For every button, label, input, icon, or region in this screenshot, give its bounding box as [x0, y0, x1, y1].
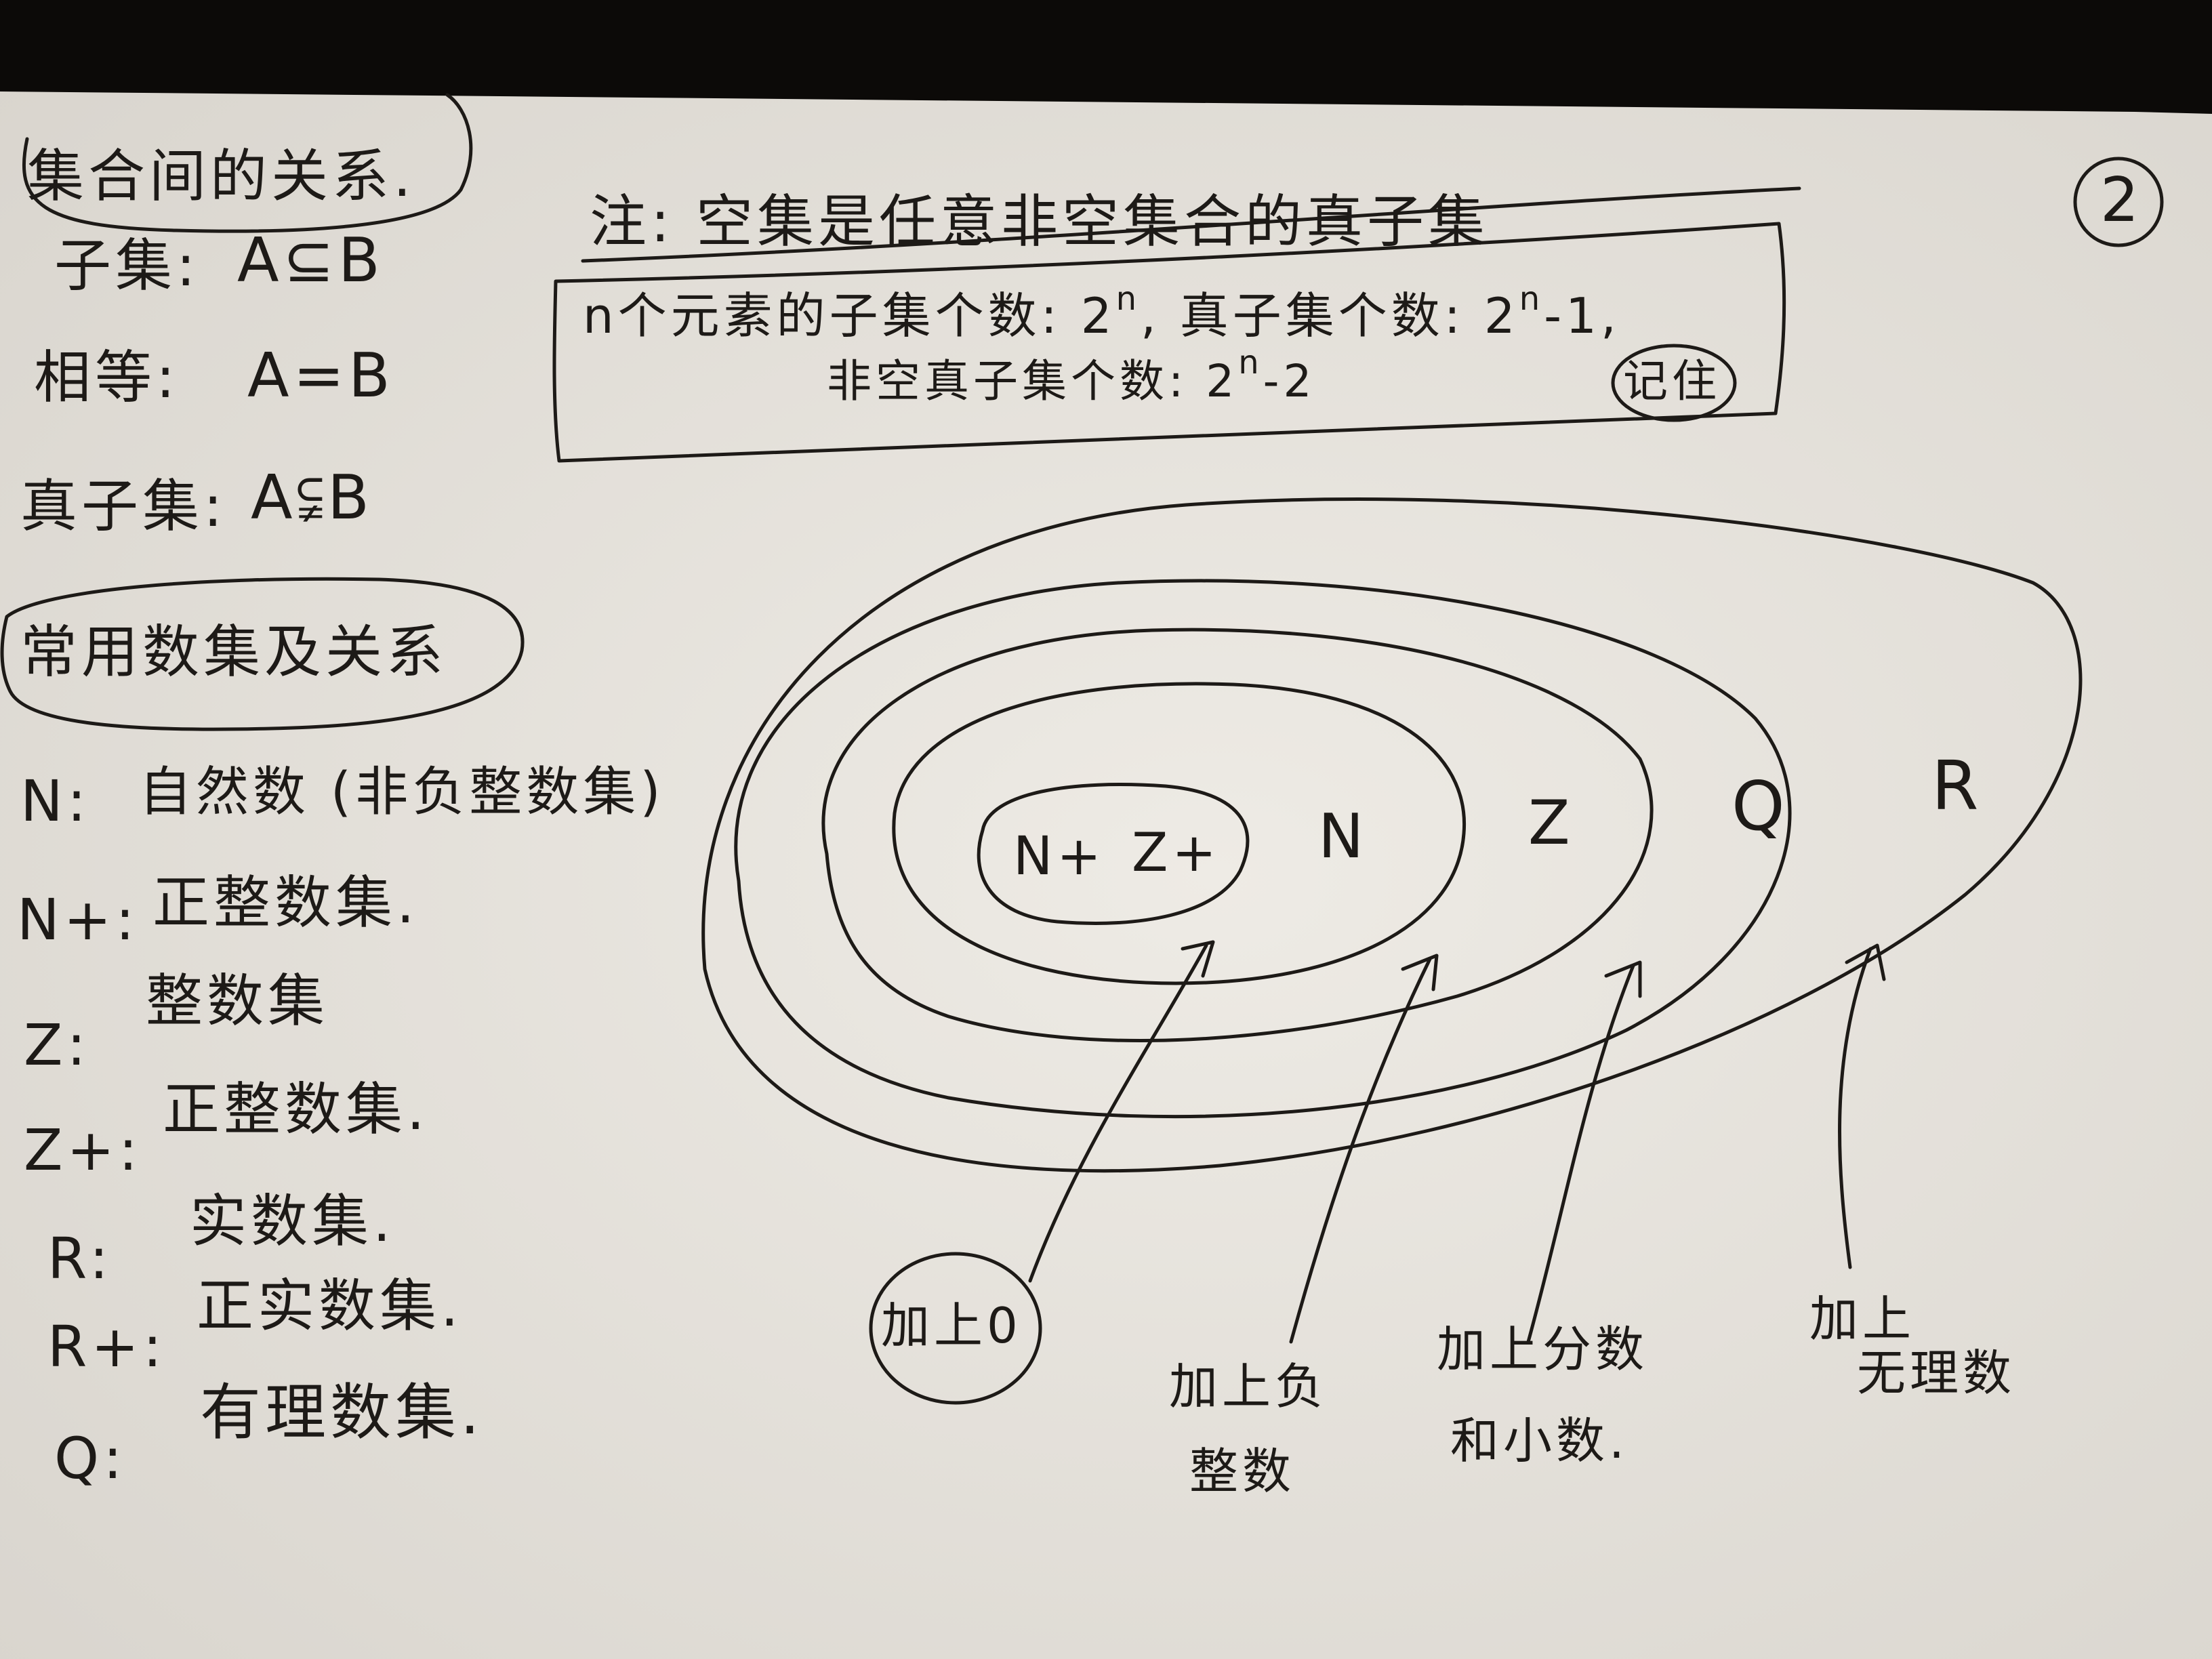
remember-bubble: [1611, 344, 1737, 422]
set-symbol-r: R:: [47, 1225, 113, 1292]
arrow-add-irrational: [1838, 947, 1872, 1269]
page-number: 2: [2100, 165, 2144, 236]
annotation-add-irrational-line2: 无理数: [1857, 1345, 2016, 1401]
set-symbol-z-plus: Z+:: [24, 1117, 142, 1183]
set-symbol-n: N:: [20, 768, 91, 834]
set-symbol-q: Q:: [54, 1425, 127, 1492]
exponent: n: [1238, 344, 1263, 382]
set-symbol-z: Z:: [24, 1012, 90, 1078]
set-ring-reals: [701, 497, 2083, 1173]
set-desc-z-plus: 正整数集.: [163, 1076, 429, 1143]
arrow-add-zero: [1028, 943, 1208, 1283]
arrow-add-fraction: [1526, 964, 1635, 1344]
arrow-add-negative: [1289, 957, 1432, 1344]
set-ring-positive-integers: [977, 783, 1250, 925]
set-desc-q: 有理数集.: [200, 1377, 484, 1448]
diagram-label-n-plus: N+: [1013, 826, 1105, 887]
relation-label-subset: 子集:: [54, 232, 200, 299]
paper-surface: [0, 91, 2212, 1659]
diagram-label-r: R: [1931, 746, 1983, 825]
heading-relations-bubble: [22, 93, 473, 233]
relation-label-proper-subset: 真子集:: [20, 473, 227, 539]
set-symbol-r-plus: R+:: [47, 1313, 167, 1380]
exponent: n: [1115, 280, 1141, 318]
arrow-head: [1845, 943, 1886, 981]
note-underline: [581, 186, 1801, 263]
set-desc-n-plus: 正整数集.: [152, 869, 419, 936]
formula-proper-count-text: , 真子集个数: 2: [1141, 287, 1519, 344]
page-number-circle: [2073, 157, 2164, 247]
arrow-head: [1401, 954, 1439, 991]
set-symbol-n-plus: N+:: [17, 886, 139, 953]
relation-expr-proper-subset: A⫋B: [251, 462, 373, 533]
formula-nonempty-text: 非空真子集个数: 2: [827, 355, 1239, 407]
set-desc-r-plus: 正实数集.: [197, 1273, 463, 1339]
diagram-label-z: Z: [1528, 787, 1574, 859]
formula-proper-count-suffix: -1,: [1544, 287, 1620, 344]
annotation-add-negative-line1: 加上负: [1169, 1358, 1328, 1415]
formula-nonempty-suffix: -2: [1263, 355, 1316, 407]
remember-label: 记住: [1623, 355, 1721, 407]
annotation-add-fraction-line2: 和小数.: [1450, 1412, 1629, 1469]
annotation-add-irrational-line1: 加上: [1809, 1290, 1916, 1347]
formula-nonempty-proper-count: 非空真子集个数: 2n-2: [827, 346, 1315, 404]
annotation-add-negative-line2: 整数: [1189, 1443, 1296, 1500]
relation-label-equal: 相等:: [34, 344, 180, 411]
note-empty-set: 注: 空集是任意非空集合的真子集: [590, 188, 1490, 255]
heading-numbersets: 常用数集及关系: [20, 619, 448, 685]
formula-subset-count: n个元素的子集个数: 2n, 真子集个数: 2n-1,: [583, 283, 1620, 340]
arrow-head: [1181, 940, 1215, 978]
annotation-add-zero: 加上0: [881, 1297, 1022, 1354]
set-desc-n: 自然数 (非负整数集): [139, 762, 665, 823]
diagram-label-n: N: [1318, 801, 1368, 872]
relation-expr-equal: A=B: [247, 340, 394, 411]
set-desc-z: 整数集: [146, 968, 329, 1034]
annotation-add-fraction-line1: 加上分数: [1437, 1321, 1649, 1378]
heading-relations: 集合间的关系.: [27, 143, 415, 209]
heading-numbersets-bubble: [0, 577, 525, 731]
diagram-label-q: Q: [1732, 766, 1789, 846]
arrow-head: [1604, 960, 1642, 998]
set-ring-integers: [821, 628, 1654, 1042]
relation-expr-subset: A⊆B: [237, 225, 384, 296]
exponent: n: [1519, 280, 1544, 318]
set-desc-r: 实数集.: [190, 1188, 395, 1254]
formula-box: [552, 222, 1786, 463]
formula-subset-count-text: n个元素的子集个数: 2: [583, 287, 1116, 344]
diagram-label-z-plus: Z+: [1132, 823, 1221, 884]
add-zero-bubble: [869, 1252, 1042, 1405]
set-ring-rationals: [734, 579, 1792, 1119]
set-ring-natural: [892, 682, 1467, 985]
